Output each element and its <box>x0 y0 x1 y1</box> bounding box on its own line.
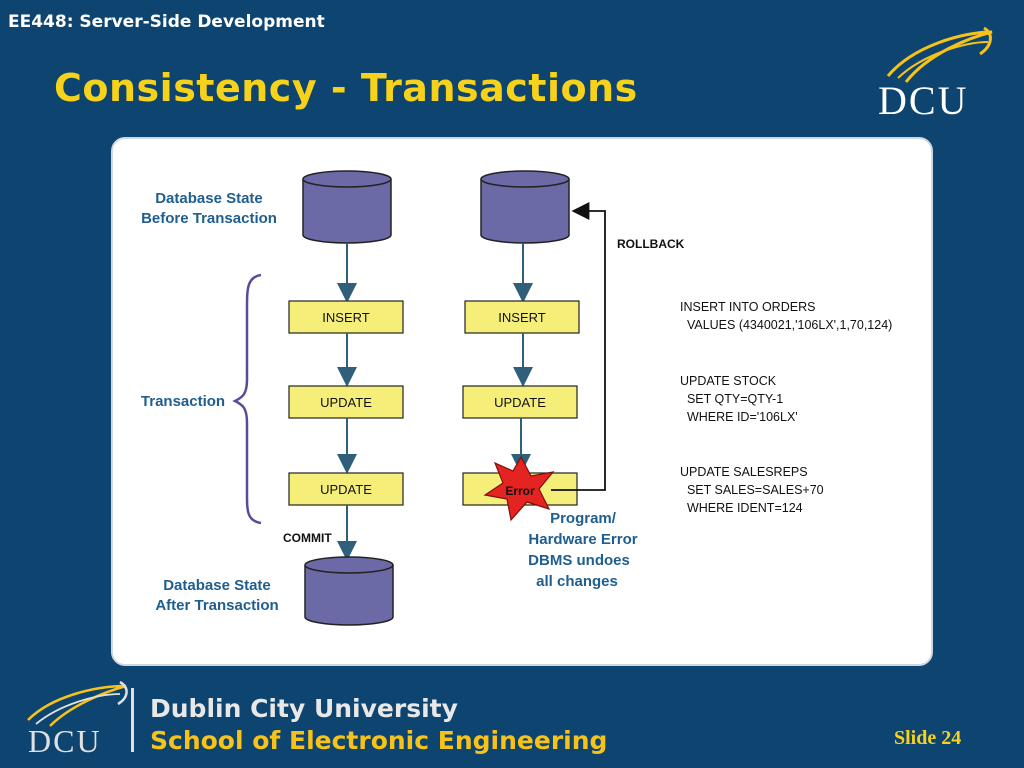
error-label: Error <box>505 484 535 498</box>
right-update-box <box>462 385 578 419</box>
error-note-3: DBMS undoes <box>528 552 630 569</box>
right-insert-label: INSERT <box>498 310 545 325</box>
sql-insert-block: INSERT INTO ORDERS VALUES (4340021,'106L… <box>680 300 892 332</box>
slide-number: Slide 24 <box>894 727 962 749</box>
db-after-label-2: After Transaction <box>155 597 278 614</box>
sql-line: VALUES (4340021,'106LX',1,70,124) <box>680 318 892 332</box>
db-after-cylinder <box>304 556 394 626</box>
transaction-diagram: Database State Before Transaction Transa… <box>141 170 892 626</box>
footer-dcu-logo: DCU <box>27 680 128 758</box>
left-update-box-1 <box>288 385 404 419</box>
transaction-label: Transaction <box>141 393 225 410</box>
sql-line: WHERE ID='106LX' <box>680 410 798 424</box>
left-update-label-2: UPDATE <box>320 482 372 497</box>
slide-title: Consistency - Transactions <box>54 66 638 110</box>
rollback-path <box>551 202 606 491</box>
sql-line: WHERE IDENT=124 <box>680 501 803 515</box>
footer-logo-text: DCU <box>28 723 102 758</box>
sql-line: SET QTY=QTY-1 <box>680 392 783 406</box>
transaction-brace <box>232 273 262 525</box>
db-after-label-1: Database State <box>163 577 271 594</box>
school-name: School of Electronic Engineering <box>150 726 608 755</box>
sql-line: UPDATE STOCK <box>680 374 777 388</box>
sql-update-salesreps-block: UPDATE SALESREPS SET SALES=SALES+70 WHER… <box>680 465 824 515</box>
sql-line: SET SALES=SALES+70 <box>680 483 824 497</box>
right-insert-box <box>464 300 580 334</box>
left-update-box-2 <box>288 472 404 506</box>
db-before-label-2: Before Transaction <box>141 210 277 227</box>
error-note-2: Hardware Error <box>528 531 637 548</box>
sql-update-stock-block: UPDATE STOCK SET QTY=QTY-1 WHERE ID='106… <box>680 374 798 424</box>
diagram-panel: Database State Before Transaction Transa… <box>111 137 933 666</box>
commit-label: COMMIT <box>283 531 332 545</box>
dcu-logo-text: DCU <box>878 78 968 123</box>
error-note-4: all changes <box>536 573 618 590</box>
sql-line: INSERT INTO ORDERS <box>680 300 815 314</box>
left-insert-label: INSERT <box>322 310 369 325</box>
error-star <box>483 455 555 522</box>
left-update-label-1: UPDATE <box>320 395 372 410</box>
db-state-cylinder <box>480 170 570 244</box>
dcu-logo: DCU <box>878 26 993 123</box>
right-update-label: UPDATE <box>494 395 546 410</box>
sql-line: UPDATE SALESREPS <box>680 465 808 479</box>
course-title: EE448: Server-Side Development <box>8 12 325 32</box>
footer-divider <box>131 688 134 752</box>
rollback-label: ROLLBACK <box>617 237 685 251</box>
university-name: Dublin City University <box>150 694 458 723</box>
db-before-label-1: Database State <box>155 190 263 207</box>
error-note-1: Program/ <box>550 510 617 527</box>
db-before-cylinder <box>302 170 392 244</box>
